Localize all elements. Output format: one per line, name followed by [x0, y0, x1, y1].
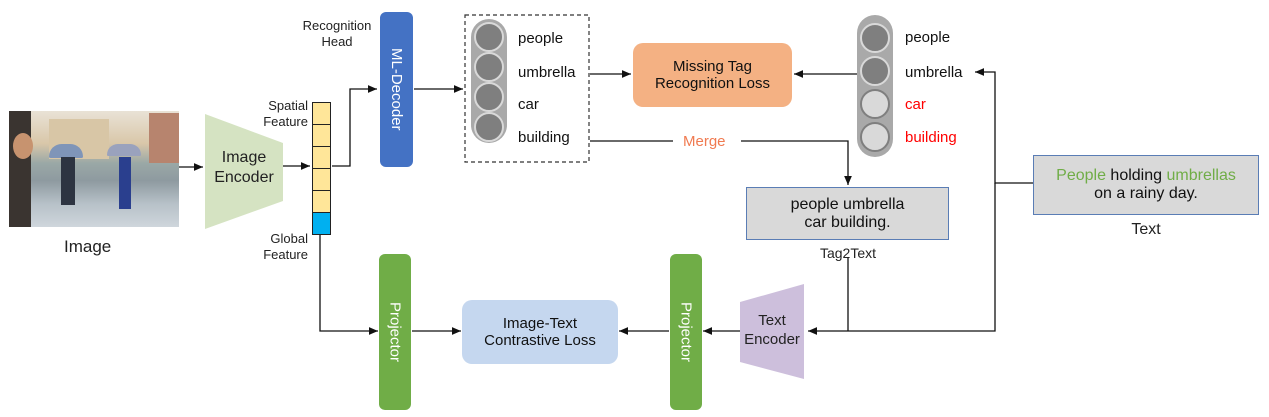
parsed-tags-pill [857, 15, 893, 157]
tag2text-caption: Tag2Text [819, 245, 877, 261]
tag-indicator-positive [474, 82, 504, 112]
text-highlight-people: People [1056, 167, 1106, 184]
contrastive-loss-line2: Contrastive Loss [484, 332, 596, 349]
text-highlight-umbrellas: umbrellas [1166, 167, 1236, 184]
text-encoder-line2: Encoder [744, 330, 800, 348]
image-encoder-line1: Image [221, 149, 267, 166]
image-caption: Image [64, 237, 112, 256]
parsed-tag-car: car [905, 96, 926, 113]
tag-indicator-missing [860, 89, 890, 119]
text-plain-holding: holding [1105, 167, 1167, 184]
image-encoder-line2: Encoder [214, 169, 274, 186]
global-feature-line1: Global [270, 231, 308, 246]
text-to-parsed-arrow [975, 68, 1033, 184]
parsed-tag-umbrella: umbrella [905, 64, 963, 81]
text-encoder-line1: Text [758, 312, 786, 329]
recognition-head-line2: Head [321, 34, 353, 50]
predicted-tag-umbrella: umbrella [518, 64, 576, 81]
spatial-cell [312, 169, 331, 191]
text-input-box: People holding umbrellas on a rainy day. [1033, 155, 1259, 215]
text-encoder-shape [740, 284, 804, 379]
merge-label: Merge [683, 133, 726, 150]
tag2text-line1: people umbrella [790, 195, 905, 213]
tag-indicator-missing [860, 122, 890, 152]
image-encoder-label: Image Encoder [208, 148, 280, 188]
tag-group-dashed-box [464, 14, 590, 163]
predicted-tag-people: people [518, 30, 564, 47]
feature-vector [312, 102, 331, 235]
parsed-tag-building: building [905, 129, 957, 146]
input-image [9, 111, 179, 227]
global-feature-label: Global Feature [252, 231, 308, 264]
projector-left-label: Projector [386, 301, 404, 363]
predicted-tags-pill [471, 19, 507, 143]
tag-indicator-positive [860, 56, 890, 86]
text-to-encoder-line [808, 183, 996, 335]
projector-left: Projector [379, 254, 411, 410]
spatial-feature-label: Spatial Feature [252, 98, 308, 131]
tag2text-line2: car building. [804, 213, 891, 231]
projector-right: Projector [670, 254, 702, 410]
tag-indicator-positive [860, 23, 890, 53]
spatial-cell [312, 125, 331, 147]
spatial-cell [312, 147, 331, 169]
spatial-feature-line2: Feature [263, 114, 308, 130]
spatial-cell [312, 191, 331, 213]
contrastive-loss-line1: Image-Text [502, 315, 578, 332]
image-encoder-shape [205, 114, 283, 229]
spatial-feature-line1: Spatial [268, 98, 308, 113]
parsed-tag-people: people [905, 29, 951, 46]
image-text-contrastive-loss: Image-Text Contrastive Loss [462, 300, 618, 364]
global-cell [312, 213, 331, 235]
text-encoder-label: Text Encoder [740, 312, 804, 350]
ml-decoder-label: ML-Decoder [388, 48, 405, 131]
recognition-head-line1: Recognition [302, 18, 372, 33]
merge-line-right [741, 140, 852, 185]
global-feature-line2: Feature [263, 247, 308, 263]
missing-tag-loss-line2: Recognition Loss [654, 75, 771, 92]
tag-indicator-positive [474, 52, 504, 82]
tag-indicator-positive [474, 22, 504, 52]
missing-tag-recognition-loss: Missing Tag Recognition Loss [633, 43, 792, 107]
spatial-cell [312, 102, 331, 125]
missing-tag-loss-line1: Missing Tag [673, 58, 752, 75]
tag2text-box: people umbrella car building. [746, 187, 949, 240]
predicted-tag-building: building [518, 129, 570, 146]
text-input-line2: on a rainy day. [1094, 185, 1198, 202]
tag-indicator-positive [474, 112, 504, 142]
projector-right-label: Projector [677, 301, 695, 363]
global-to-projector-arrow [319, 232, 378, 335]
ml-decoder-block: ML-Decoder [380, 12, 413, 167]
predicted-tag-car: car [518, 96, 539, 113]
recognition-head-label: Recognition Head [296, 18, 378, 51]
feature-to-decoder-arrow [332, 85, 377, 167]
text-caption: Text [1131, 221, 1161, 238]
